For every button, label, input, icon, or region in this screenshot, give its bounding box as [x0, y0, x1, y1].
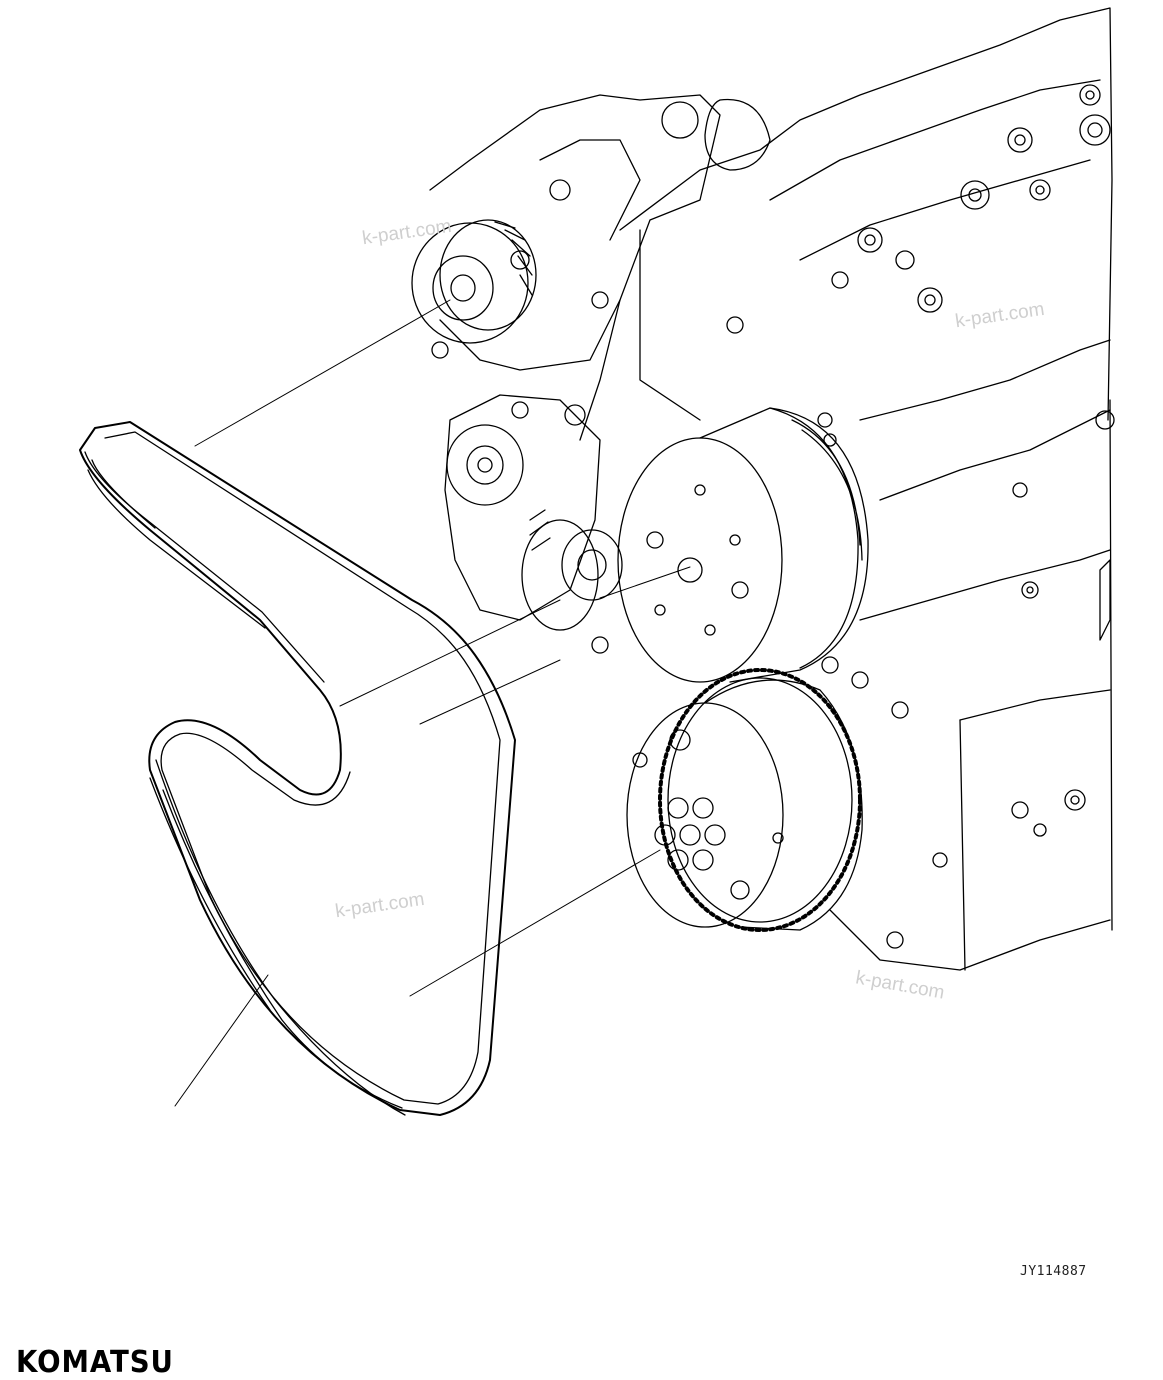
- alternator-pulley: [411, 219, 537, 344]
- fan-pulley: [617, 407, 869, 683]
- crankshaft-pulley: [626, 668, 863, 932]
- engine-block: [579, 7, 1115, 971]
- drawing-number: JY114887: [1020, 1264, 1087, 1279]
- komatsu-logo: KOMATSU: [16, 1345, 174, 1380]
- alternator: [429, 94, 771, 371]
- tensioner: [444, 394, 623, 631]
- leader-lines: [174, 299, 691, 1107]
- drive-belt: [79, 421, 516, 1116]
